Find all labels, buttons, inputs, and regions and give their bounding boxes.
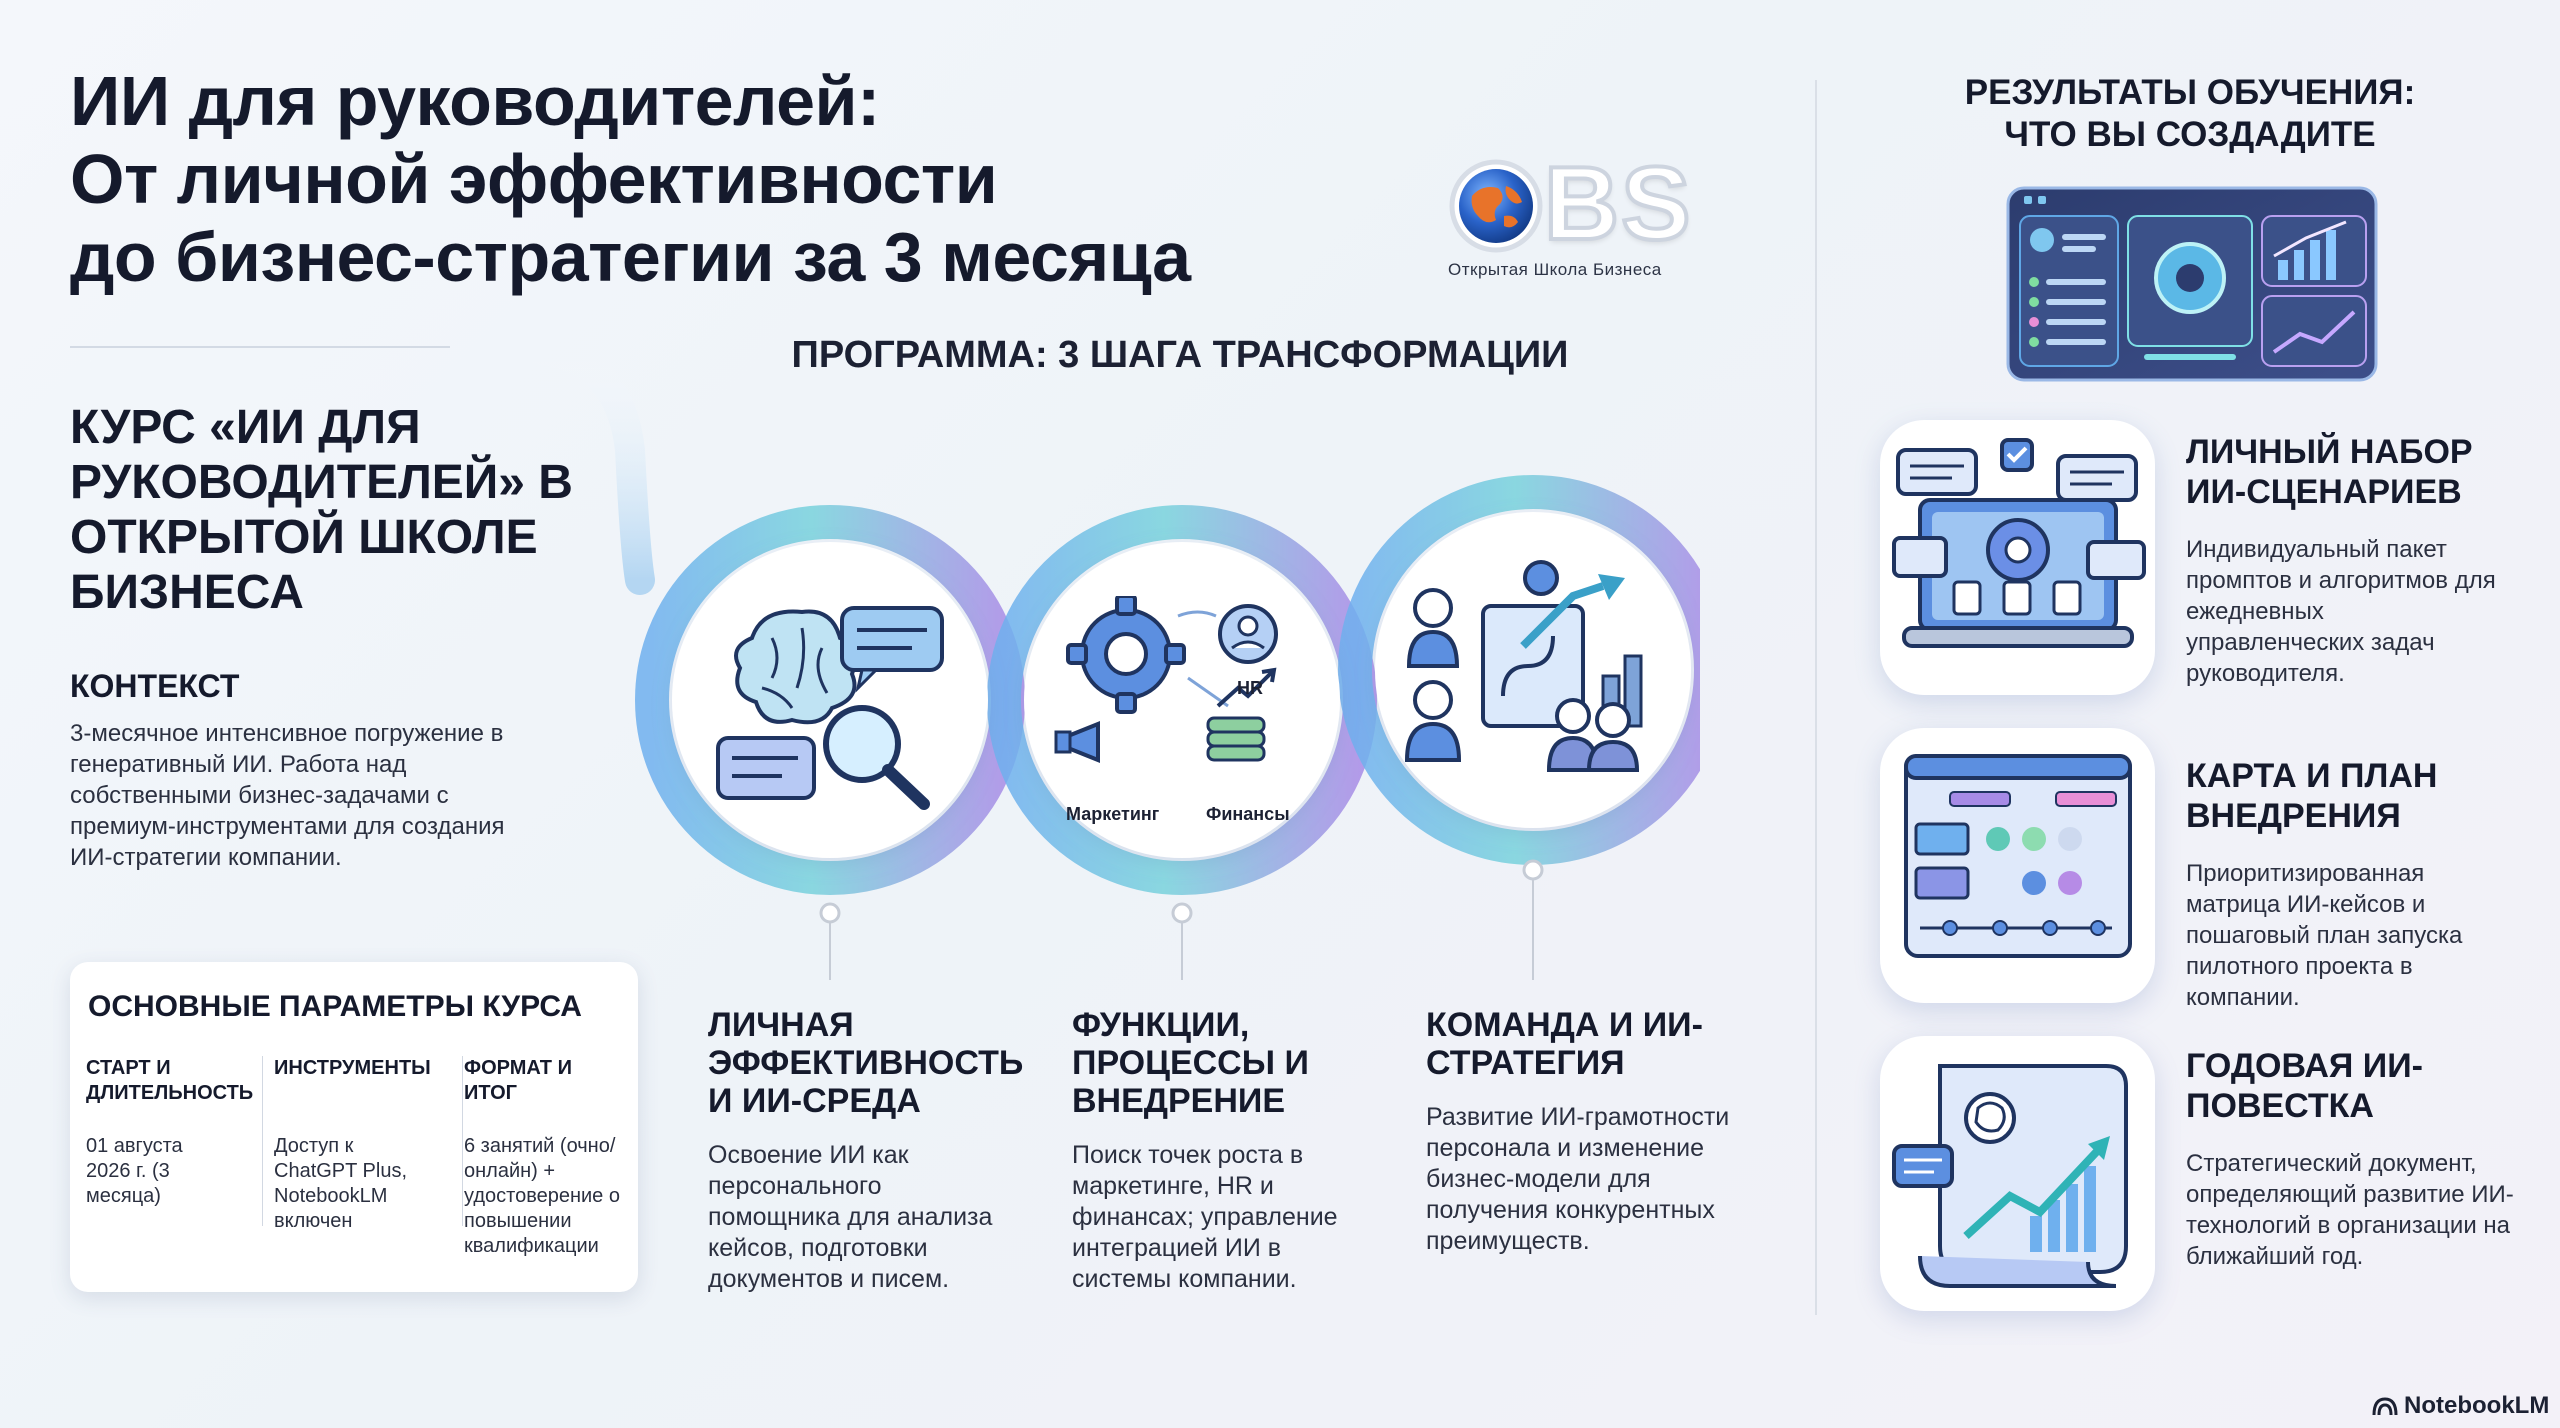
title-line-1: ИИ для руководителей: [70, 62, 880, 140]
result-3-desc: Стратегический документ, определяющий ра… [2186, 1150, 2514, 1270]
step-3-desc: Развитие ИИ-грамотности персонала и изме… [1426, 1103, 1730, 1255]
result-1-icon-box [1880, 420, 2155, 695]
result-3-icon-box [1880, 1036, 2155, 1311]
notebooklm-badge: NotebookLM [2372, 1392, 2549, 1420]
scroll-agenda-icon [1892, 1064, 2128, 1288]
title-line-2: От личной эффективности [70, 140, 998, 218]
laptop-scenarios-icon [1892, 438, 2146, 648]
params-separator [262, 1056, 263, 1226]
step-2-desc: Поиск точек роста в маркетинге, HR и фин… [1072, 1141, 1338, 1293]
params-col-tools: ИНСТРУМЕНТЫ Доступ к ChatGPT Plus, Noteb… [274, 1056, 454, 1234]
params-val-tools: Доступ к ChatGPT Plus, NotebookLM включе… [274, 1135, 408, 1232]
icon-label-finance: Финансы [1206, 804, 1290, 824]
left-divider [70, 346, 450, 348]
brain-search-icon [716, 606, 944, 810]
step-2: ФУНКЦИИ, ПРОЦЕССЫ И ВНЕДРЕНИЕ Поиск точе… [1072, 1006, 1402, 1295]
program-title: ПРОГРАММА: 3 ШАГА ТРАНСФОРМАЦИИ [791, 334, 1569, 376]
title-line-3: до бизнес-стратегии за 3 месяца [70, 218, 1191, 296]
notebooklm-icon [2372, 1397, 2398, 1416]
step-1-title: ЛИЧНАЯ ЭФФЕКТИВНОСТЬ И ИИ-СРЕДА [708, 1006, 1024, 1120]
result-3-title: ГОДОВАЯ ИИ-ПОВЕСТКА [2186, 1047, 2423, 1125]
matrix-plan-icon [1904, 754, 2132, 958]
results-title-line-2: ЧТО ВЫ СОЗДАДИТЕ [2004, 115, 2376, 154]
course-params-card: ОСНОВНЫЕ ПАРАМЕТРЫ КУРСА СТАРТ И ДЛИТЕЛЬ… [70, 962, 638, 1292]
results-title-line-1: РЕЗУЛЬТАТЫ ОБУЧЕНИЯ: [1964, 73, 2416, 112]
logo-brand: BS [1542, 146, 1693, 262]
notebooklm-label: NotebookLM [2404, 1392, 2550, 1419]
step-1: ЛИЧНАЯ ЭФФЕКТИВНОСТЬ И ИИ-СРЕДА Освоение… [708, 1006, 1038, 1295]
dashboard-icon [2006, 186, 2378, 382]
result-1: ЛИЧНЫЙ НАБОР ИИ-СЦЕНАРИЕВ Индивидуальный… [2186, 432, 2516, 689]
icon-label-hr: HR [1237, 678, 1263, 698]
params-separator [462, 1056, 463, 1226]
context-text: 3-месячное интенсивное погружение в гене… [70, 720, 505, 871]
result-1-title: ЛИЧНЫЙ НАБОР ИИ-СЦЕНАРИЕВ [2186, 433, 2473, 511]
step-1-desc: Освоение ИИ как персонального помощника … [708, 1141, 993, 1293]
result-3: ГОДОВАЯ ИИ-ПОВЕСТКА Стратегический докум… [2186, 1046, 2516, 1272]
context-label: КОНТЕКСТ [70, 668, 240, 704]
team-strategy-icon [1404, 560, 1643, 772]
result-2-icon-box [1880, 728, 2155, 1003]
params-col-start: СТАРТ И ДЛИТЕЛЬНОСТЬ 01 августа 2026 г. … [86, 1056, 256, 1209]
course-title: КУРС «ИИ ДЛЯ РУКОВОДИТЕЛЕЙ» В ОТКРЫТОЙ Ш… [70, 401, 573, 619]
column-divider [1815, 80, 1817, 1315]
params-head-start: СТАРТ И ДЛИТЕЛЬНОСТЬ [86, 1057, 254, 1104]
step-3-title: КОМАНДА И ИИ-СТРАТЕГИЯ [1426, 1006, 1703, 1082]
params-val-start: 01 августа 2026 г. (3 месяца) [86, 1135, 183, 1207]
gear-processes-icon [1054, 596, 1278, 763]
result-2-desc: Приоритизированная матрица ИИ-кейсов и п… [2186, 860, 2463, 1011]
result-2-title: КАРТА И ПЛАН ВНЕДРЕНИЯ [2186, 757, 2438, 835]
result-1-desc: Индивидуальный пакет промптов и алгоритм… [2186, 536, 2496, 687]
params-col-format: ФОРМАТ И ИТОГ 6 занятий (очно/онлайн) + … [464, 1056, 634, 1259]
globe-icon [1449, 159, 1543, 253]
result-2: КАРТА И ПЛАН ВНЕДРЕНИЯ Приоритизированна… [2186, 756, 2516, 1013]
results-title: РЕЗУЛЬТАТЫ ОБУЧЕНИЯ: ЧТО ВЫ СОЗДАДИТЕ [1900, 72, 2480, 156]
logo-subtitle: Открытая Школа Бизнеса [1448, 260, 1662, 279]
step-3: КОМАНДА И ИИ-СТРАТЕГИЯ Развитие ИИ-грамо… [1426, 1006, 1766, 1257]
icon-label-marketing: Маркетинг [1066, 804, 1160, 824]
params-val-format: 6 занятий (очно/онлайн) + удостоверение … [464, 1135, 620, 1257]
page-title: ИИ для руководителей: От личной эффектив… [70, 62, 1191, 296]
params-head-tools: ИНСТРУМЕНТЫ [274, 1057, 431, 1079]
step-2-title: ФУНКЦИИ, ПРОЦЕССЫ И ВНЕДРЕНИЕ [1072, 1006, 1309, 1120]
obs-logo: BS Открытая Школа Бизнеса [1440, 150, 1740, 290]
params-title: ОСНОВНЫЕ ПАРАМЕТРЫ КУРСА [88, 990, 582, 1023]
params-head-format: ФОРМАТ И ИТОГ [464, 1057, 572, 1104]
